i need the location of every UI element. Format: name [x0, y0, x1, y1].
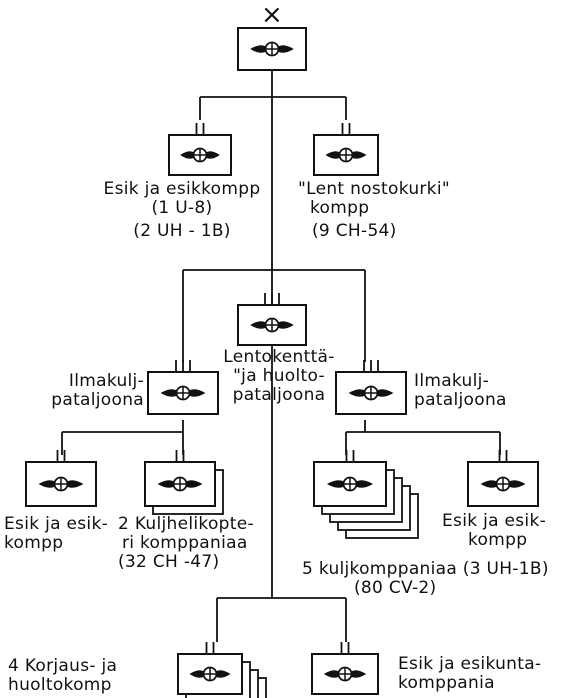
- unit-box-hq-service-company: [311, 642, 379, 695]
- rotor-blade-left: [180, 151, 194, 159]
- label-line: ri komppaniaa: [122, 533, 248, 553]
- unit-box-heavy-lift-company: [313, 123, 379, 176]
- aircraft-icon: [157, 476, 203, 492]
- unit-box-transport-battalion-left: [147, 360, 219, 415]
- aircraft-icon: [250, 41, 294, 57]
- label-line: pataljoona: [232, 385, 326, 405]
- rotor-blade-right: [186, 480, 203, 488]
- rotor-blade-left: [250, 321, 266, 329]
- rotor-blade-left: [160, 389, 177, 397]
- top-marker: ×: [260, 0, 284, 30]
- unit-label-transport-companies: 5 kuljkomppaniaa (3 UH-1B) (80 CV-2): [302, 560, 560, 598]
- aircraft-icon: [250, 317, 294, 333]
- rotor-blade-right: [351, 670, 367, 678]
- unit-label-transport-helicopter-companies: 2 Kuljhelikopte- ri komppaniaa (32 CH -4…: [118, 515, 278, 572]
- rotor-blade-right: [352, 151, 367, 159]
- label-line: kompp: [468, 530, 528, 550]
- rotor-blade-left: [157, 480, 174, 488]
- rotor-blade-left: [480, 480, 497, 488]
- aircraft-icon: [323, 666, 367, 682]
- label-line: 2 Kuljhelikopte-: [118, 514, 254, 534]
- unit-label-hq-company-left: Esik ja esik- kompp: [4, 515, 124, 553]
- unit-box-repair-companies: [177, 642, 267, 698]
- unit-label-transport-battalion-right: Ilmakulj- pataljoona: [414, 372, 554, 410]
- label-line: kompp: [310, 198, 370, 218]
- rotor-blade-right: [509, 480, 526, 488]
- rotor-blade-right: [377, 389, 394, 397]
- rotor-blade-left: [325, 151, 340, 159]
- unit-box-transport-companies: [313, 450, 419, 539]
- aircraft-icon: [325, 147, 367, 163]
- rotor-blade-left: [38, 480, 55, 488]
- aircraft-icon: [326, 476, 374, 492]
- label-line: (2 UH - 1B): [133, 221, 231, 241]
- label-line: huoltokomp: [8, 675, 112, 695]
- label-line: (9 CH-54): [312, 221, 397, 241]
- label-line: (32 CH -47): [118, 552, 220, 572]
- label-line: "ja huolto-: [233, 366, 325, 386]
- label-line: Esik ja esik-: [4, 514, 109, 534]
- label-line: Esik ja esikkompp: [103, 179, 261, 199]
- label-line: pataljoona: [51, 390, 144, 410]
- unit-box-airfield-service-battalion: [237, 293, 307, 346]
- label-line: Ilmakulj-: [414, 371, 490, 391]
- aircraft-icon: [38, 476, 84, 492]
- unit-label-transport-battalion-left: Ilmakulj- pataljoona: [0, 372, 144, 410]
- label-line: (1 U-8): [151, 198, 213, 218]
- aircraft-icon: [180, 147, 220, 163]
- rotor-blade-right: [278, 321, 294, 329]
- rotor-blade-right: [67, 480, 84, 488]
- label-line: Lentokenttä-: [223, 347, 335, 367]
- rotor-blade-right: [216, 670, 231, 678]
- unit-label-heavy-lift-company: "Lent nostokurki" kompp (9 CH-54): [298, 180, 488, 241]
- rotor-blade-right: [189, 389, 206, 397]
- aircraft-icon: [480, 476, 526, 492]
- unit-label-hq-service-company: Esik ja esikunta- komppania: [398, 655, 558, 693]
- unit-box-hq-company-left: [25, 450, 97, 507]
- unit-box-hq: [237, 27, 307, 71]
- rotor-blade-left: [250, 45, 266, 53]
- rotor-blade-left: [348, 389, 365, 397]
- unit-box-transport-battalion-right: [335, 360, 407, 415]
- aircraft-icon: [189, 666, 231, 682]
- label-line: Ilmakulj-: [68, 371, 144, 391]
- unit-label-repair-companies: 4 Korjaus- ja huoltokomp: [8, 657, 128, 695]
- unit-label-recon-company: Esik ja esikkompp (1 U-8) (2 UH - 1B): [92, 180, 272, 241]
- rotor-blade-right: [356, 480, 374, 488]
- unit-box-recon-company: [168, 123, 232, 176]
- label-line: "Lent nostokurki": [298, 179, 450, 199]
- rotor-blade-left: [323, 670, 339, 678]
- rotor-blade-right: [278, 45, 294, 53]
- label-line: Esik ja esik-: [442, 511, 547, 531]
- label-line: 5 kuljkomppaniaa (3 UH-1B): [302, 559, 549, 579]
- unit-label-hq-company-right: Esik ja esik- kompp: [442, 512, 562, 550]
- label-line: pataljoona: [414, 390, 507, 410]
- aircraft-icon: [348, 385, 394, 401]
- rotor-blade-right: [206, 151, 220, 159]
- unit-label-airfield-service-battalion: Lentokenttä- "ja huolto- pataljoona: [214, 348, 344, 405]
- unit-box-hq-company-right: [467, 450, 539, 507]
- rotor-blade-left: [326, 480, 344, 488]
- rotor-blade-left: [189, 670, 204, 678]
- label-line: 4 Korjaus- ja: [8, 656, 118, 676]
- label-line: (80 CV-2): [354, 578, 437, 598]
- label-line: kompp: [4, 533, 64, 553]
- aircraft-icon: [160, 385, 206, 401]
- unit-box-transport-helicopter-companies: [144, 450, 224, 515]
- label-line: komppania: [398, 673, 495, 693]
- label-line: Esik ja esikunta-: [398, 654, 542, 674]
